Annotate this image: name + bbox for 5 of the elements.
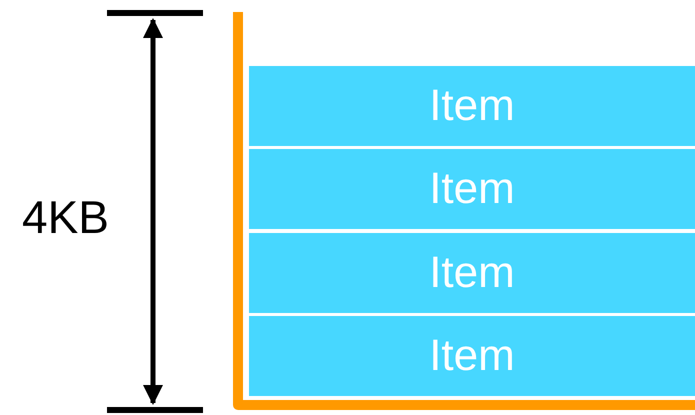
dimension-label: 4KB: [22, 190, 109, 244]
item-block: Item: [249, 149, 695, 229]
item-block: Item: [249, 233, 695, 313]
item-block: Item: [249, 66, 695, 146]
item-block: Item: [249, 316, 695, 396]
